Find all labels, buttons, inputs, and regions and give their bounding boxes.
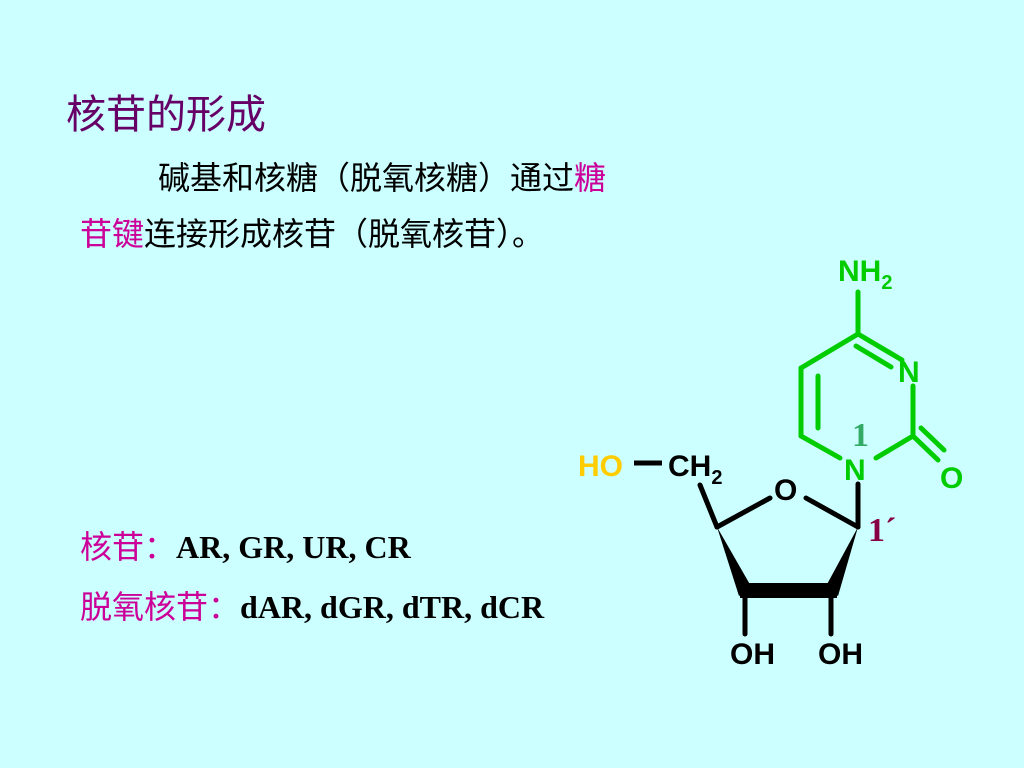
nh2-label: NH2 bbox=[838, 255, 892, 294]
ring-oxygen: O bbox=[774, 474, 797, 507]
ring-nitrogen-3: N bbox=[898, 356, 920, 389]
nucleoside-list: 核苷：AR, GR, UR, CR bbox=[80, 522, 411, 568]
position-1-prime-label: 1´ bbox=[868, 512, 896, 549]
wedge-bond-left bbox=[717, 527, 752, 596]
base-ring-bonds bbox=[798, 289, 947, 463]
highlight-text: 糖 bbox=[574, 159, 607, 197]
nucleoside-codes: AR, GR, UR, CR bbox=[176, 529, 411, 565]
deoxynucleoside-label: 脱氧核苷： bbox=[80, 588, 241, 626]
paragraph-line-2: 苷键连接形成核苷（脱氧核苷）。 bbox=[80, 209, 544, 255]
paragraph-text: 连接形成核苷（脱氧核苷）。 bbox=[144, 215, 545, 253]
deoxynucleoside-list: 脱氧核苷：dAR, dGR, dTR, dCR bbox=[80, 582, 544, 628]
hydroxyl-left: OH bbox=[730, 638, 775, 671]
paragraph-line-1: 碱基和核糖（脱氧核糖）通过糖 bbox=[158, 153, 606, 199]
paragraph-text: 碱基和核糖（脱氧核糖）通过 bbox=[158, 159, 575, 197]
ring-nitrogen-1: N bbox=[844, 454, 866, 487]
nucleoside-label: 核苷： bbox=[80, 528, 177, 566]
highlight-text: 苷键 bbox=[80, 215, 145, 253]
ch2-label: CH2 bbox=[668, 450, 722, 489]
deoxynucleoside-codes: dAR, dGR, dTR, dCR bbox=[240, 589, 545, 625]
position-1-label: 1 bbox=[852, 417, 869, 454]
hydroxyl-right: OH bbox=[818, 638, 863, 671]
sugar-bonds bbox=[697, 481, 861, 637]
bold-bond-c2-c3 bbox=[740, 583, 837, 598]
wedge-bond-right bbox=[825, 527, 858, 596]
carbonyl-oxygen: O bbox=[940, 462, 963, 495]
ho-label: HO bbox=[578, 450, 623, 483]
slide-title: 核苷的形成 bbox=[66, 92, 266, 138]
